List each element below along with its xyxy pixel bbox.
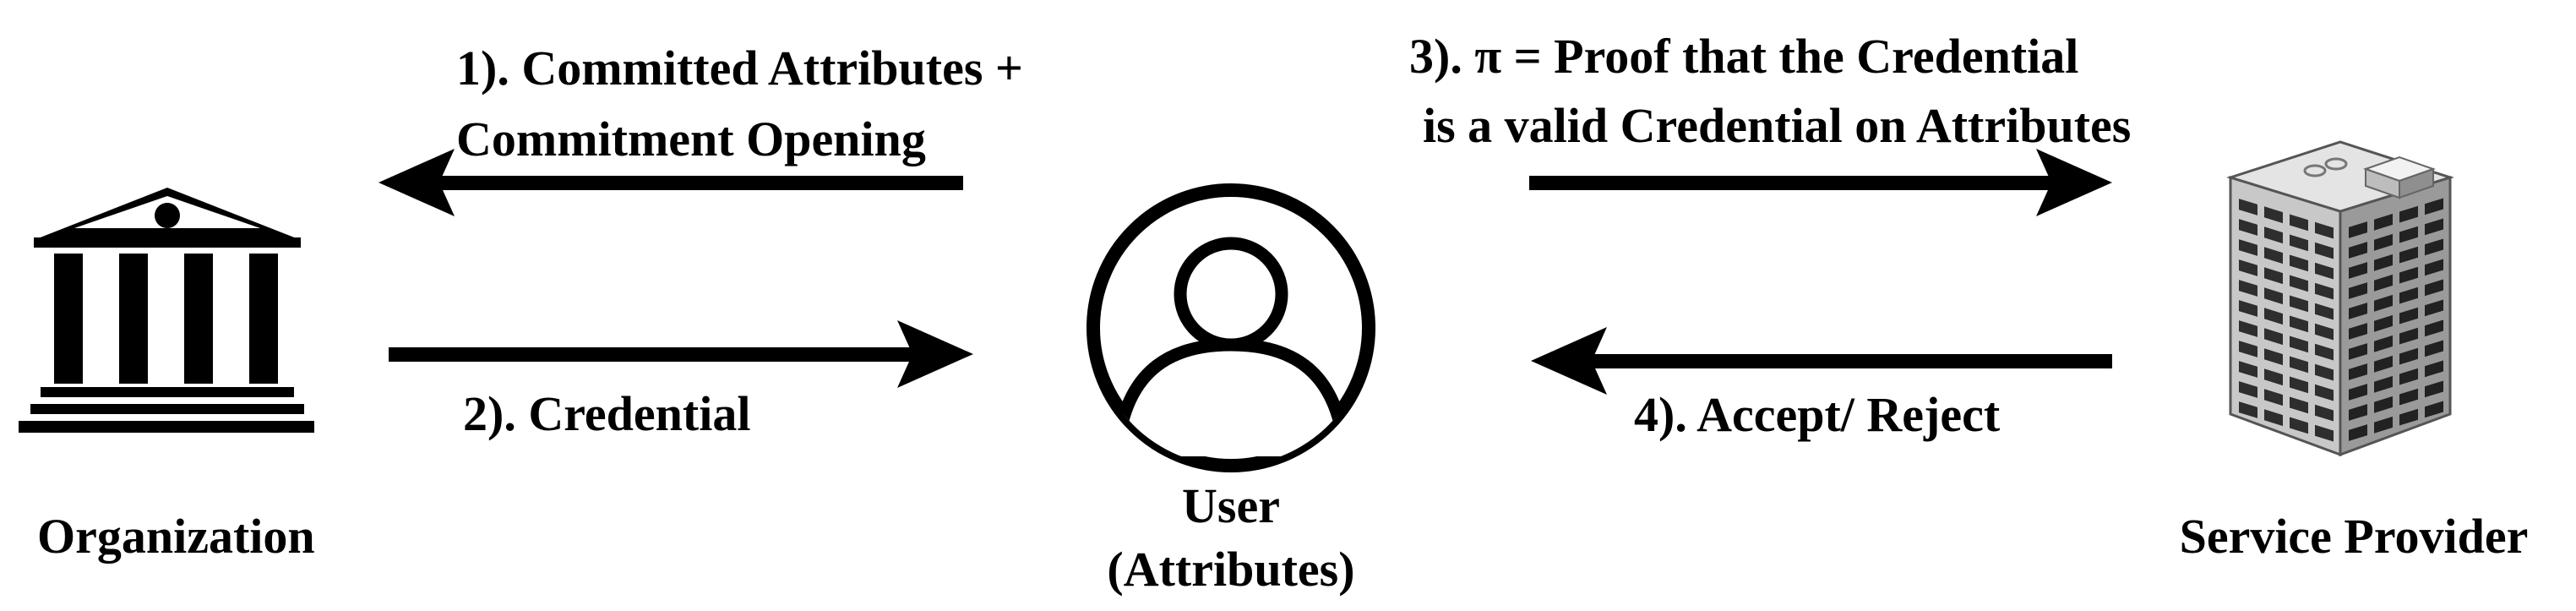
organization-label: Organization [37,509,315,564]
arrow-step4-to-user [1531,327,2112,395]
user-label: User [1182,478,1280,533]
arrow-step1-to-organization [379,149,963,216]
office-tower-icon [2226,140,2454,457]
step4-label: 4). Accept/ Reject [1634,387,2001,442]
service-provider-label: Service Provider [2180,509,2529,564]
arrow-step3-to-service-provider [1529,149,2112,216]
step1-label-line1: 1). Committed Attributes + [456,41,1023,95]
user-attributes-label: (Attributes) [1107,542,1354,597]
user-avatar-icon [1086,183,1375,472]
step1-label-line2: Commitment Opening [456,112,926,166]
step3-label-line1: 3). π = Proof that the Credential [1409,29,2078,84]
step3-label-line2: is a valid Credential on Attributes [1423,98,2131,153]
arrow-step2-to-user [389,320,973,388]
step2-label: 2). Credential [463,386,750,441]
bank-building-icon [19,188,314,433]
